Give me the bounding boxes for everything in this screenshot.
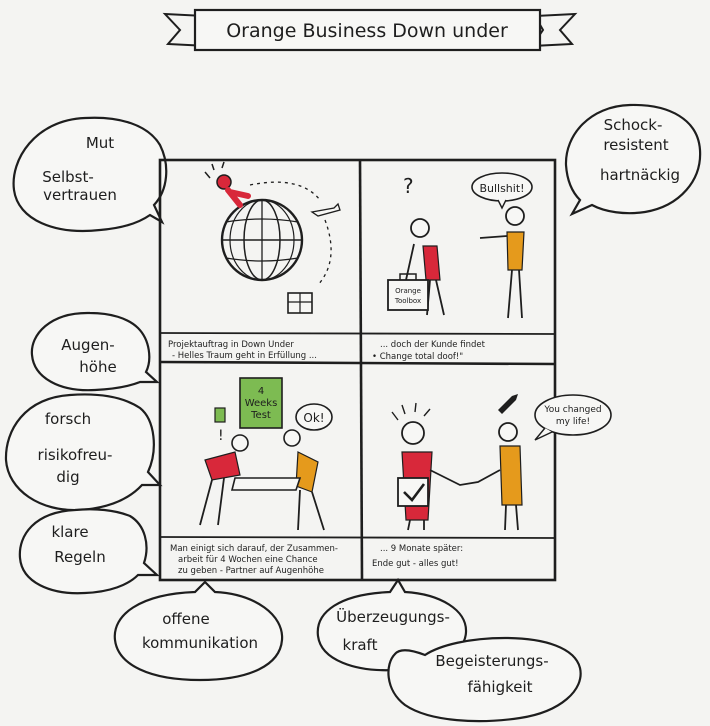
bubble-regeln-line2: Regeln xyxy=(54,548,105,566)
bubble-forsch-line2: risikofreu- xyxy=(38,446,113,464)
bubble-begeisterungsfaehigkeit: Begeisterungs- fähigkeit xyxy=(387,636,582,723)
doc-line-1: 4 xyxy=(258,386,264,397)
panel-1: Projektauftrag in Down Under - Helles Tr… xyxy=(168,161,341,361)
panel-2-caption-2: • Change total doof!" xyxy=(372,352,463,362)
person-red-negotiating xyxy=(199,434,249,526)
flight-path-bottom xyxy=(317,219,332,286)
title-banner: Orange Business Down under xyxy=(162,8,578,52)
table-icon xyxy=(230,477,302,491)
bubble-augen-line2: höhe xyxy=(79,358,116,376)
package-icon xyxy=(287,292,313,314)
panel-3-caption-3: zu geben - Partner auf Augenhöhe xyxy=(178,566,324,576)
panel-2-caption-1: ... doch der Kunde findet xyxy=(380,340,486,350)
person-on-globe xyxy=(204,161,251,208)
bubble-offene-line1: offene xyxy=(162,610,209,628)
bubble-forsch: forsch risikofreu- dig xyxy=(4,393,163,512)
bubble-offene-line2: kommunikation xyxy=(142,634,258,652)
person-orange-happy xyxy=(498,422,523,531)
panel-2-question-mark: ? xyxy=(403,174,414,198)
person-orange-customer xyxy=(479,206,525,319)
panel-3-caption-1: Man einigt sich darauf, der Zusammen- xyxy=(170,544,338,554)
bubble-offene-kommunikation: offene kommunikation xyxy=(113,580,284,682)
panel-2: ? Orange Toolbox Bullshit! ... doch der … xyxy=(372,172,533,362)
bubble-schock-line3: hartnäckig xyxy=(600,166,680,184)
bubble-ueber-line2: kraft xyxy=(343,636,378,654)
comic-grid xyxy=(158,158,557,582)
plane-small-icon xyxy=(498,394,518,414)
person-orange-negotiating xyxy=(283,429,325,531)
checkbox-icon xyxy=(397,477,429,507)
bubble-begeist-line2: fähigkeit xyxy=(467,678,532,696)
bubble-schock-line2: resistent xyxy=(603,136,668,154)
panel-1-caption-1: Projektauftrag in Down Under xyxy=(168,340,294,350)
panel-3-caption-2: arbeit für 4 Wochen eine Chance xyxy=(178,555,318,565)
bubble-augenhoehe: Augen- höhe xyxy=(30,311,160,392)
flight-path-top xyxy=(249,181,321,201)
speech-ok: Ok! xyxy=(295,403,333,431)
speech-ok-text: Ok! xyxy=(303,411,324,425)
bubble-forsch-line3: dig xyxy=(56,468,79,486)
bubble-schock-line1: Schock- xyxy=(604,116,663,134)
bubble-mut: Mut Selbst- vertrauen xyxy=(12,116,168,232)
document-4-weeks-test: 4 Weeks Test xyxy=(239,377,283,429)
speech-changed-line2: my life! xyxy=(556,417,590,427)
bubble-ueberzeugungskraft: Überzeugungs- kraft xyxy=(316,577,468,672)
banner-title: Orange Business Down under xyxy=(226,20,508,42)
panel-1-caption-2: - Helles Traum geht in Erfüllung ... xyxy=(172,351,317,361)
bubble-klare-regeln: klare Regeln xyxy=(18,508,160,595)
handshake xyxy=(429,469,501,486)
speech-changed-line1: You changed xyxy=(543,405,601,415)
suitcase-label-2: Toolbox xyxy=(394,297,421,305)
panel-3: 4 Weeks Test ! Ok! Man einigt sich darau… xyxy=(170,377,338,576)
suitcase-label-1: Orange xyxy=(395,287,421,295)
doc-line-2: Weeks xyxy=(245,398,278,409)
doc-line-3: Test xyxy=(250,410,271,421)
bubble-mut-line3: vertrauen xyxy=(43,186,117,204)
bubble-mut-line1: Mut xyxy=(86,134,114,152)
small-green-note xyxy=(214,407,226,423)
speech-bullshit: Bullshit! xyxy=(471,172,533,210)
airplane-icon xyxy=(310,202,341,217)
globe-illustration xyxy=(220,198,304,282)
bubble-begeist-line1: Begeisterungs- xyxy=(435,652,548,670)
panel-4-caption-1: ... 9 Monate später: xyxy=(380,544,463,554)
suitcase-icon: Orange Toolbox xyxy=(387,273,429,311)
panel-4: You changed my life! ... 9 Monate später… xyxy=(372,394,612,569)
bubble-regeln-line1: klare xyxy=(51,523,88,541)
bubble-augen-line1: Augen- xyxy=(61,336,114,354)
panel-4-caption-2: Ende gut - alles gut! xyxy=(372,559,459,569)
bubble-schockresistent: Schock- resistent hartnäckig xyxy=(564,103,702,217)
bubble-mut-line2: Selbst- xyxy=(42,168,94,186)
bubble-ueber-line1: Überzeugungs- xyxy=(336,607,450,626)
bubble-forsch-line1: forsch xyxy=(45,410,91,428)
speech-you-changed: You changed my life! xyxy=(534,394,612,441)
panel-3-alert: ! xyxy=(218,428,224,444)
speech-bullshit-text: Bullshit! xyxy=(479,182,524,195)
